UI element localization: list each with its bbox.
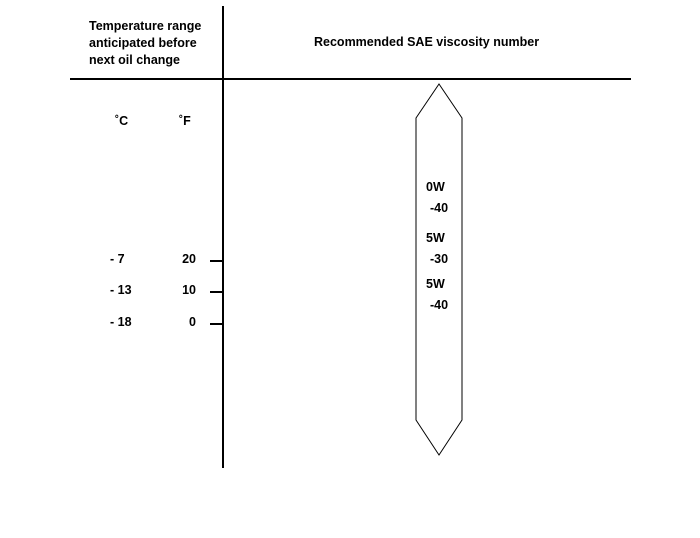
viscosity-range-arrow bbox=[415, 83, 463, 456]
temperature-row: - 7 20 bbox=[0, 252, 230, 268]
double-arrow-shape bbox=[415, 83, 463, 456]
grade-line-1: 5W bbox=[426, 231, 445, 245]
viscosity-grade: 0W -40 bbox=[426, 177, 448, 219]
fahrenheit-unit-label: ˚F bbox=[179, 114, 191, 128]
celsius-value: - 7 bbox=[110, 252, 125, 266]
temperature-tick bbox=[210, 260, 223, 262]
header-divider bbox=[70, 78, 631, 80]
temperature-row: - 18 0 bbox=[0, 315, 230, 331]
viscosity-grade: 5W -30 bbox=[426, 228, 448, 270]
temperature-tick bbox=[210, 291, 223, 293]
fahrenheit-value: 0 bbox=[189, 315, 196, 329]
temperature-range-header: Temperature range anticipated before nex… bbox=[89, 18, 219, 69]
fahrenheit-value: 10 bbox=[182, 283, 196, 297]
temperature-header-line-2: anticipated before bbox=[89, 36, 197, 50]
viscosity-header: Recommended SAE viscosity number bbox=[314, 35, 540, 49]
temperature-header-line-1: Temperature range bbox=[89, 19, 202, 33]
column-divider bbox=[222, 6, 224, 468]
grade-line-2: -40 bbox=[430, 298, 449, 312]
temperature-row: - 13 10 bbox=[0, 283, 230, 299]
celsius-unit-label: ˚C bbox=[115, 114, 129, 128]
grade-line-1: 0W bbox=[426, 180, 445, 194]
celsius-value: - 13 bbox=[110, 283, 132, 297]
celsius-value: - 18 bbox=[110, 315, 132, 329]
grade-line-2: -30 bbox=[430, 252, 449, 266]
temperature-tick bbox=[210, 323, 223, 325]
grade-line-1: 5W bbox=[426, 277, 445, 291]
fahrenheit-value: 20 bbox=[182, 252, 196, 266]
temperature-header-line-3: next oil change bbox=[89, 53, 180, 67]
viscosity-grade: 5W -40 bbox=[426, 274, 448, 316]
grade-line-2: -40 bbox=[430, 201, 449, 215]
